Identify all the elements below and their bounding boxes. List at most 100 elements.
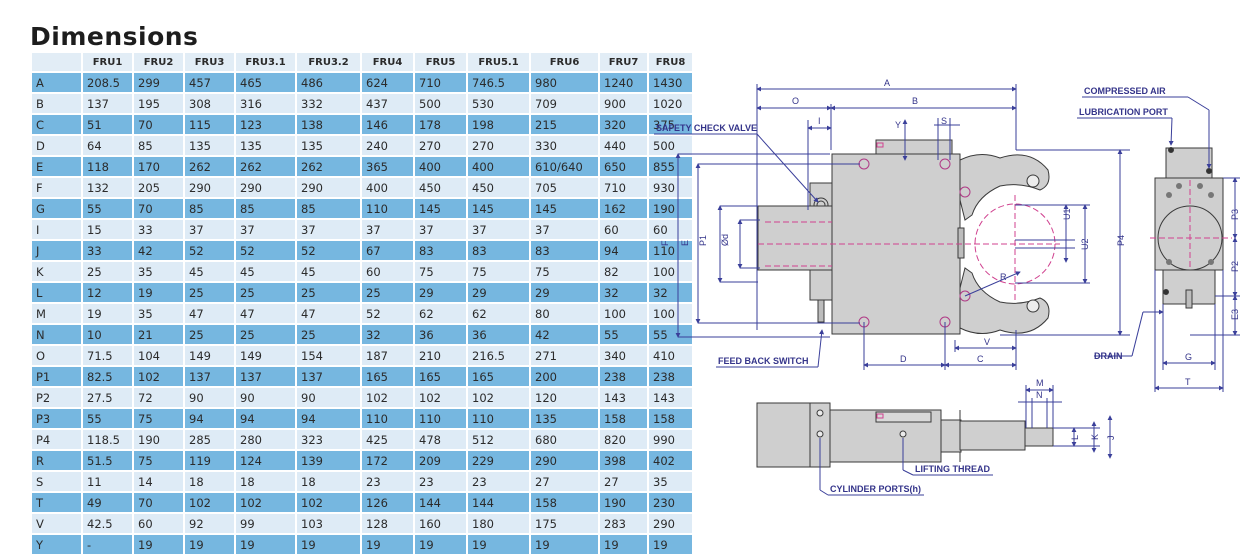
- table-cell: 29: [531, 283, 598, 302]
- table-cell: 146: [362, 115, 413, 134]
- dim-label-d: D: [900, 354, 907, 364]
- table-cell: 398: [600, 451, 647, 470]
- table-cell: 118: [83, 157, 132, 176]
- table-cell: 149: [185, 346, 234, 365]
- row-label: D: [32, 136, 81, 155]
- table-cell: 33: [83, 241, 132, 260]
- table-cell: 52: [185, 241, 234, 260]
- table-cell: 110: [468, 409, 529, 428]
- table-cell: 290: [531, 451, 598, 470]
- table-cell: 980: [531, 73, 598, 92]
- table-cell: 83: [468, 241, 529, 260]
- table-cell: 70: [134, 493, 183, 512]
- table-cell: 110: [415, 409, 466, 428]
- column-header: FRU1: [83, 53, 132, 71]
- table-cell: 45: [236, 262, 295, 281]
- table-cell: 37: [236, 220, 295, 239]
- dim-label-g: G: [1185, 352, 1192, 362]
- table-cell: 187: [362, 346, 413, 365]
- dim-label-r: R: [1000, 272, 1007, 282]
- table-cell: 165: [468, 367, 529, 386]
- table-cell: 29: [468, 283, 529, 302]
- table-cell: 102: [362, 388, 413, 407]
- table-cell: 82.5: [83, 367, 132, 386]
- dim-label-u2: U2: [1080, 238, 1090, 250]
- table-cell: 1240: [600, 73, 647, 92]
- dim-label-e3: E3: [1230, 309, 1240, 320]
- table-cell: 104: [134, 346, 183, 365]
- table-cell: 230: [649, 493, 692, 512]
- row-label: B: [32, 94, 81, 113]
- table-cell: 92: [185, 514, 234, 533]
- table-cell: 110: [362, 409, 413, 428]
- table-cell: 240: [362, 136, 413, 155]
- table-cell: 37: [362, 220, 413, 239]
- row-label: A: [32, 73, 81, 92]
- table-cell: 60: [362, 262, 413, 281]
- table-cell: 710: [600, 178, 647, 197]
- row-label: P3: [32, 409, 81, 428]
- table-cell: 94: [297, 409, 360, 428]
- table-cell: 143: [600, 388, 647, 407]
- dim-label-o: O: [792, 96, 799, 106]
- table-cell: 154: [297, 346, 360, 365]
- row-label: K: [32, 262, 81, 281]
- dim-label-p4: P4: [1116, 235, 1126, 246]
- table-cell: 323: [297, 430, 360, 449]
- table-cell: 680: [531, 430, 598, 449]
- table-cell: 270: [468, 136, 529, 155]
- callout-drain: DRAIN: [1094, 351, 1123, 361]
- table-cell: 238: [649, 367, 692, 386]
- table-cell: 178: [415, 115, 466, 134]
- table-cell: 175: [531, 514, 598, 533]
- callout-cylinder-ports: CYLINDER PORTS(h): [830, 484, 921, 494]
- cylinder: [757, 205, 833, 271]
- column-header: FRU4: [362, 53, 413, 71]
- table-cell: 75: [134, 451, 183, 470]
- table-cell: 162: [600, 199, 647, 218]
- table-cell: 60: [134, 514, 183, 533]
- table-cell: 610/640: [531, 157, 598, 176]
- row-label: T: [32, 493, 81, 512]
- upper-jaw: [959, 154, 1050, 221]
- table-cell: 37: [415, 220, 466, 239]
- side-view-bolts: [1166, 183, 1214, 265]
- column-header: FRU7: [600, 53, 647, 71]
- table-cell: 27: [531, 472, 598, 491]
- table-cell: 158: [600, 409, 647, 428]
- table-cell: 90: [297, 388, 360, 407]
- table-cell: 709: [531, 94, 598, 113]
- table-cell: 37: [185, 220, 234, 239]
- table-cell: 35: [134, 304, 183, 323]
- table-cell: 180: [468, 514, 529, 533]
- row-label: P4: [32, 430, 81, 449]
- table-cell: 530: [468, 94, 529, 113]
- bottom-view: [756, 402, 1054, 468]
- table-cell: 195: [134, 94, 183, 113]
- table-cell: 85: [134, 136, 183, 155]
- table-cell: 650: [600, 157, 647, 176]
- table-cell: 215: [531, 115, 598, 134]
- dimension-lines: [675, 84, 1130, 370]
- table-cell: 85: [185, 199, 234, 218]
- dim-label-l: L: [1070, 435, 1080, 440]
- table-cell: 27.5: [83, 388, 132, 407]
- table-cell: 55: [83, 409, 132, 428]
- table-cell: 710: [415, 73, 466, 92]
- table-cell: 32: [362, 325, 413, 344]
- callout-feed-back-switch: FEED BACK SWITCH: [718, 356, 809, 366]
- table-cell: 160: [415, 514, 466, 533]
- table-cell: 64: [83, 136, 132, 155]
- table-cell: 19: [134, 283, 183, 302]
- table-cell: 144: [468, 493, 529, 512]
- table-cell: 102: [415, 388, 466, 407]
- table-cell: 900: [600, 94, 647, 113]
- table-cell: 25: [297, 283, 360, 302]
